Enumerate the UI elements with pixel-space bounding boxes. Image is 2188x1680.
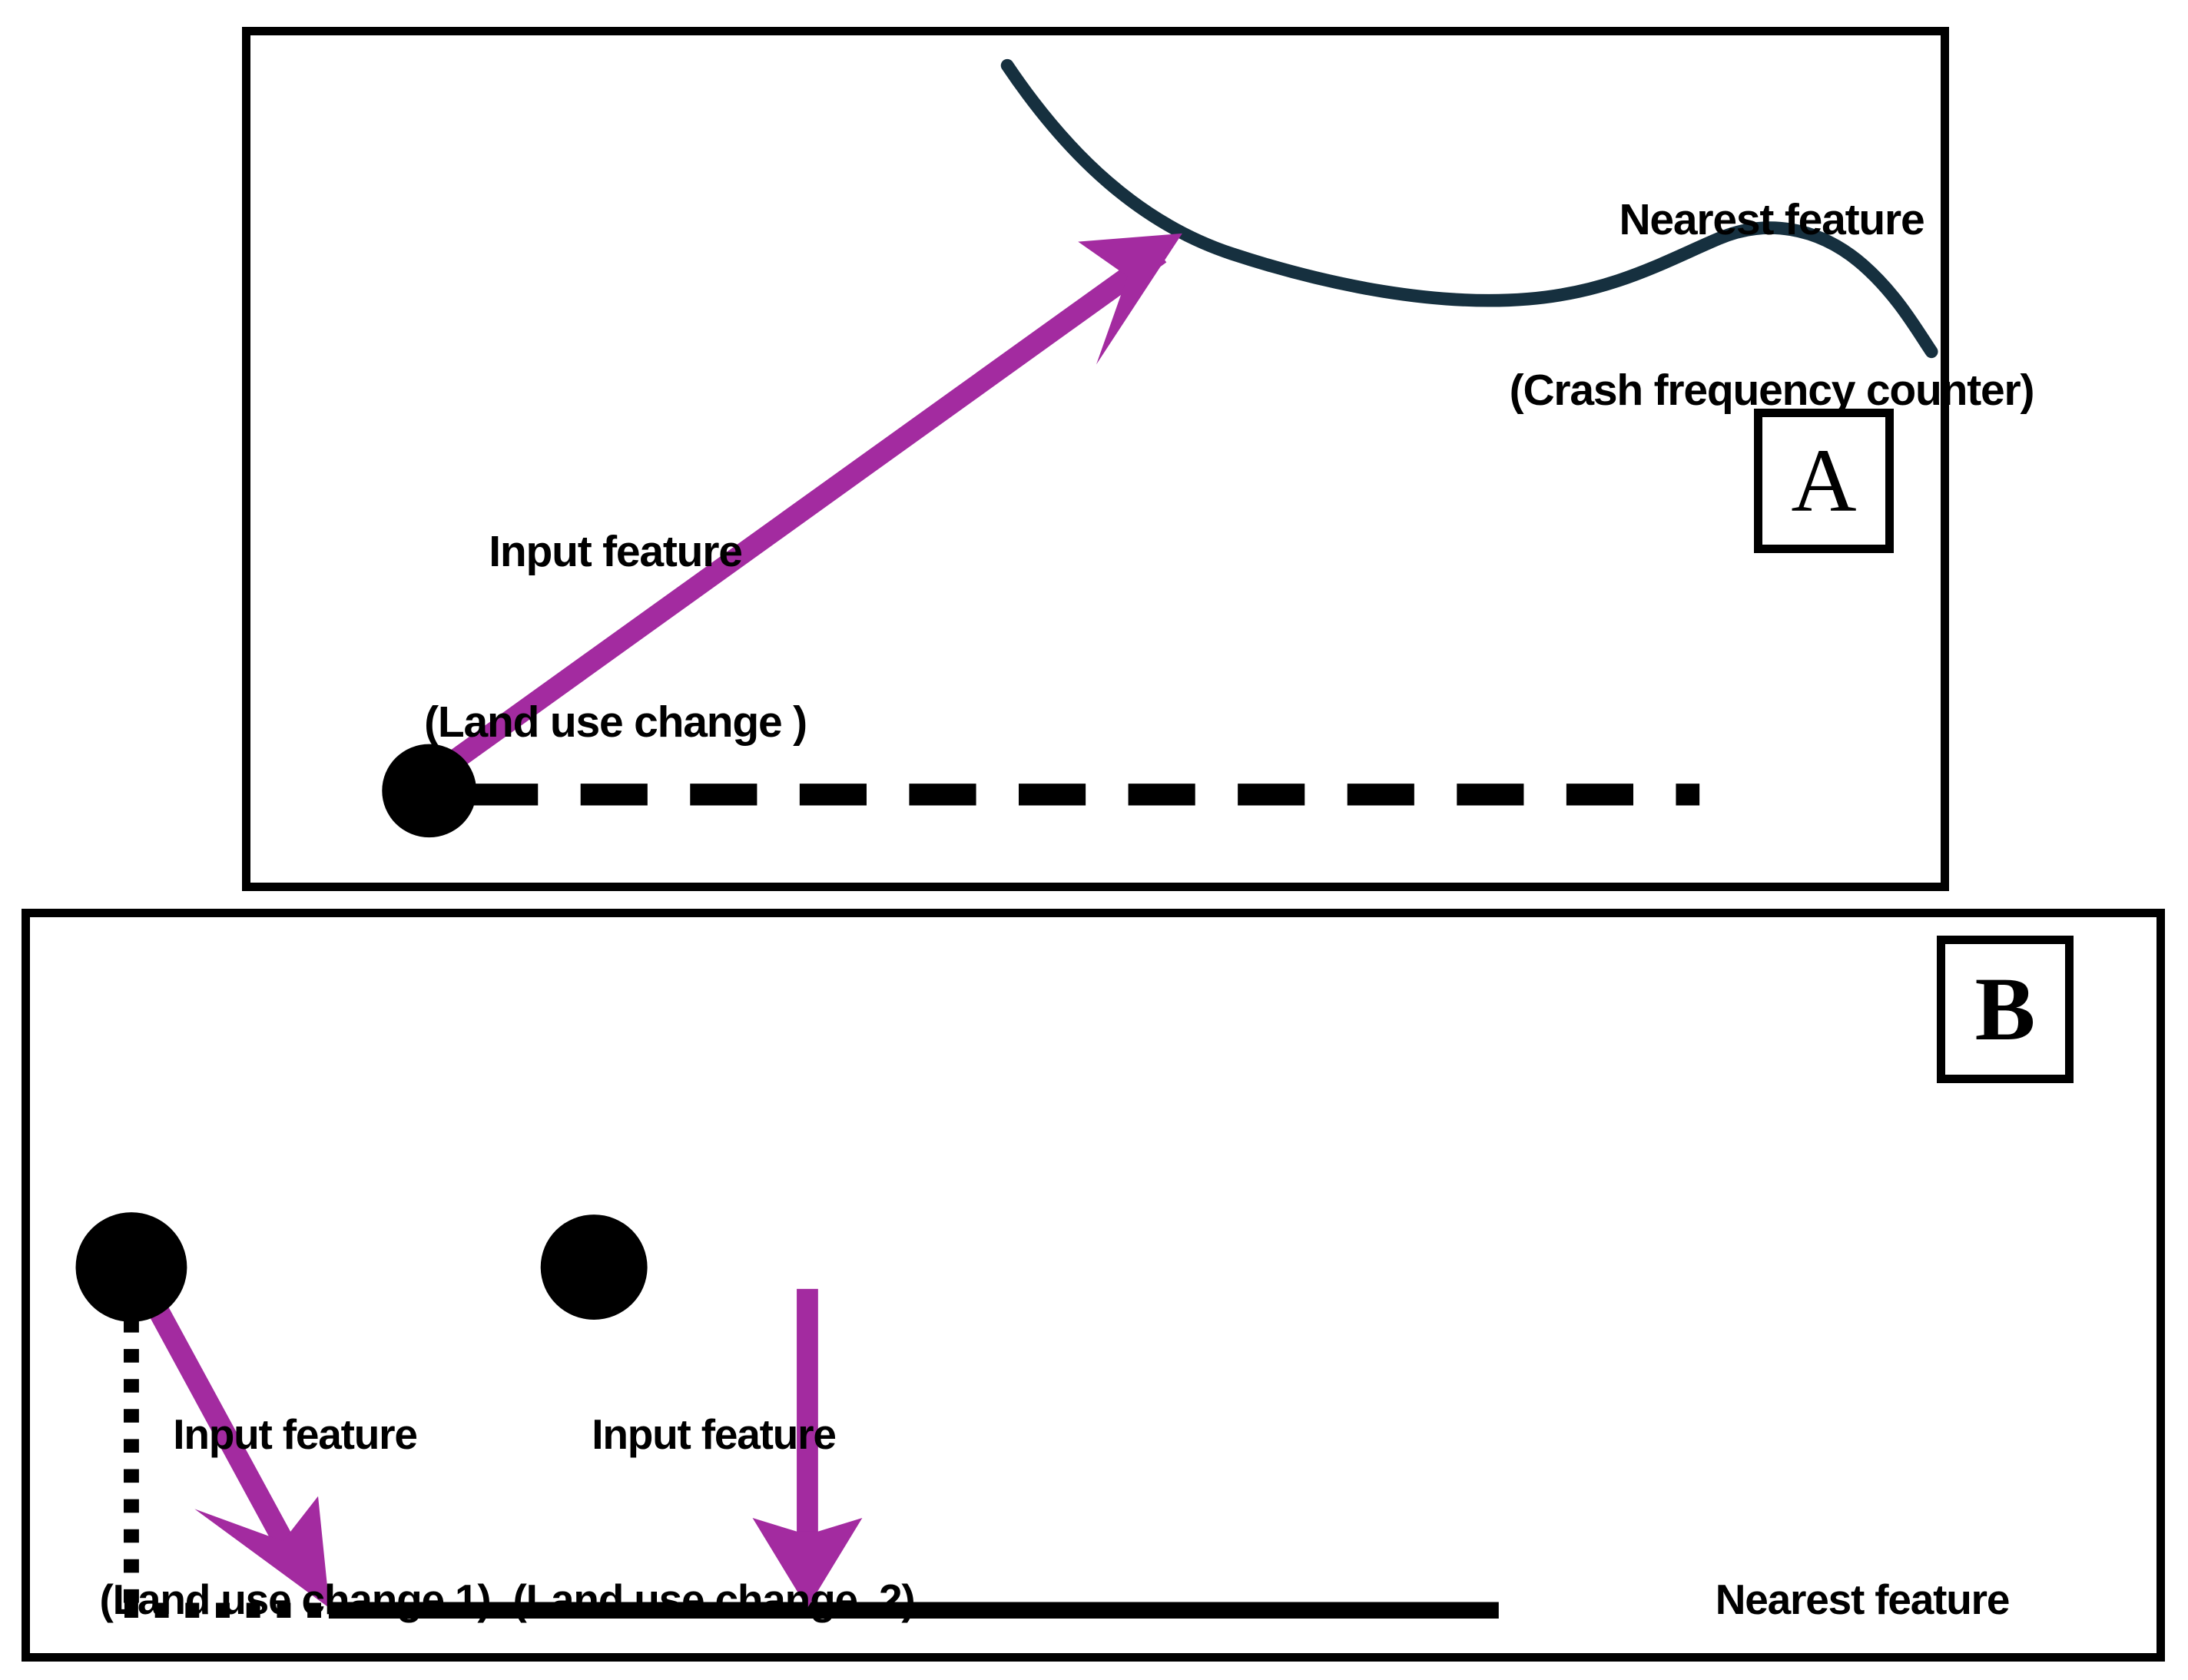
input-feature-point-2 [540, 1214, 648, 1320]
panel-b-graphics [75, 1212, 1499, 1619]
input-feature-label-a-line1: Input feature [489, 527, 743, 577]
nearest-distance-arrow-shaft [446, 245, 1167, 771]
input-feature-label-a-line2: (Land use change ) [424, 698, 807, 747]
panel-badge-b: B [1937, 936, 2074, 1083]
nearest-feature-label-a-line2: (Crash frequency counter) [1509, 366, 2035, 416]
input-feature-label-b2: Input feature (Land use change 2) [476, 1297, 952, 1680]
input-feature-label-b1-line1: Input feature [173, 1410, 418, 1458]
input-feature-label-a: Input feature (Land use change ) [400, 409, 830, 865]
nearest-feature-label-b-line1: Nearest feature [1715, 1576, 2011, 1623]
input-feature-label-b1: Input feature (Land use change 1) [57, 1297, 533, 1680]
nearest-distance-arrow-diagonal-shaft [137, 1284, 308, 1573]
nearest-feature-label-a-line1: Nearest feature [1619, 195, 1924, 245]
nearest-distance-arrow-head [1078, 233, 1182, 365]
panel-badge-a-letter: A [1791, 430, 1857, 531]
panel-badge-a: A [1754, 409, 1894, 553]
nearest-feature-label-b: Nearest feature (Crash frequency counter… [1559, 1463, 2166, 1680]
panel-b: Input feature (Land use change 1) Input … [22, 909, 2165, 1662]
crash-frequency-counter-curve [1000, 58, 1938, 359]
input-feature-label-b1-line2: (Land use change 1) [99, 1575, 492, 1623]
panel-badge-b-letter: B [1974, 959, 2036, 1059]
nearest-feature-label-a: Nearest feature (Crash frequency counter… [1457, 78, 2087, 533]
nearest-distance-arrow-vertical-head [752, 1518, 863, 1609]
input-feature-label-b2-line1: Input feature [592, 1410, 837, 1458]
panel-a-graphics [382, 58, 1938, 838]
input-feature-point [382, 744, 477, 838]
panel-a: Input feature (Land use change ) Nearest… [242, 27, 2035, 891]
input-feature-point-1 [75, 1212, 187, 1322]
nearest-distance-arrow-diagonal-head [194, 1496, 330, 1609]
input-feature-label-b2-line2: (Land use change 2) [512, 1575, 915, 1623]
